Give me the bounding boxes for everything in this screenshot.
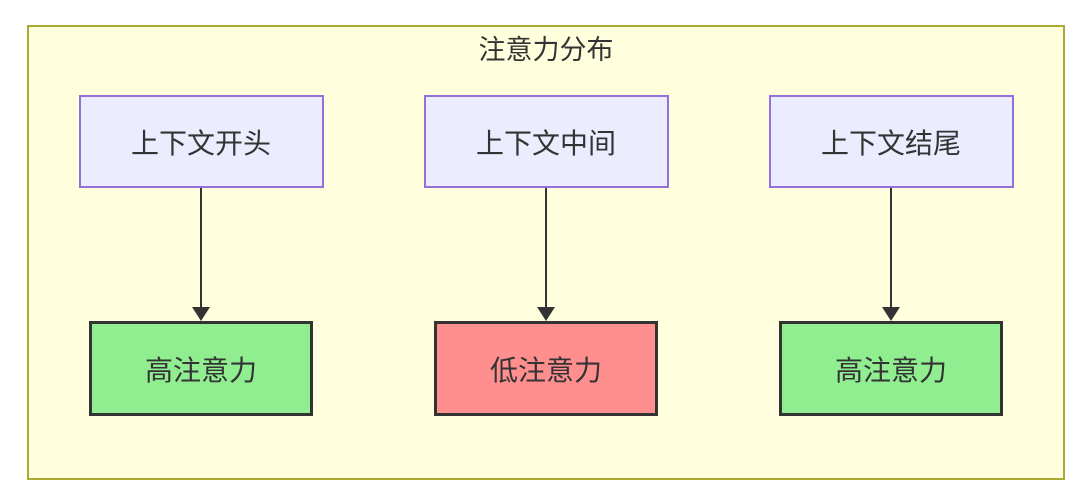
node-context-middle-label: 上下文中间 — [475, 127, 616, 159]
node-attention-middle: 低注意力 — [434, 321, 658, 416]
arrow-line — [200, 188, 202, 307]
node-context-end: 上下文结尾 — [768, 95, 1014, 188]
node-context-middle: 上下文中间 — [423, 95, 669, 188]
flow-column-context-start: 上下文开头 高注意力 — [75, 95, 328, 416]
arrow-line — [890, 188, 892, 307]
diagram-title: 注意力分布 — [478, 35, 614, 65]
down-arrow — [537, 188, 555, 321]
node-attention-middle-label: 低注意力 — [489, 354, 602, 386]
node-attention-end: 高注意力 — [779, 321, 1003, 416]
arrow-head-icon — [882, 307, 900, 321]
down-arrow — [882, 188, 900, 321]
node-context-start-label: 上下文开头 — [130, 127, 271, 159]
arrow-line — [545, 188, 547, 307]
flow-column-context-end: 上下文结尾 高注意力 — [765, 95, 1018, 416]
flow-column-context-middle: 上下文中间 低注意力 — [420, 95, 673, 416]
node-context-start: 上下文开头 — [78, 95, 324, 188]
down-arrow — [192, 188, 210, 321]
flow-columns: 上下文开头 高注意力 上下文中间 低注意力 上下文结 — [29, 95, 1063, 416]
node-attention-start-label: 高注意力 — [144, 354, 257, 386]
node-attention-start: 高注意力 — [89, 321, 313, 416]
node-attention-end-label: 高注意力 — [834, 354, 947, 386]
attention-distribution-diagram: 注意力分布 上下文开头 高注意力 上下文中间 低注意力 — [27, 25, 1065, 480]
node-context-end-label: 上下文结尾 — [820, 127, 961, 159]
arrow-head-icon — [192, 307, 210, 321]
arrow-head-icon — [537, 307, 555, 321]
